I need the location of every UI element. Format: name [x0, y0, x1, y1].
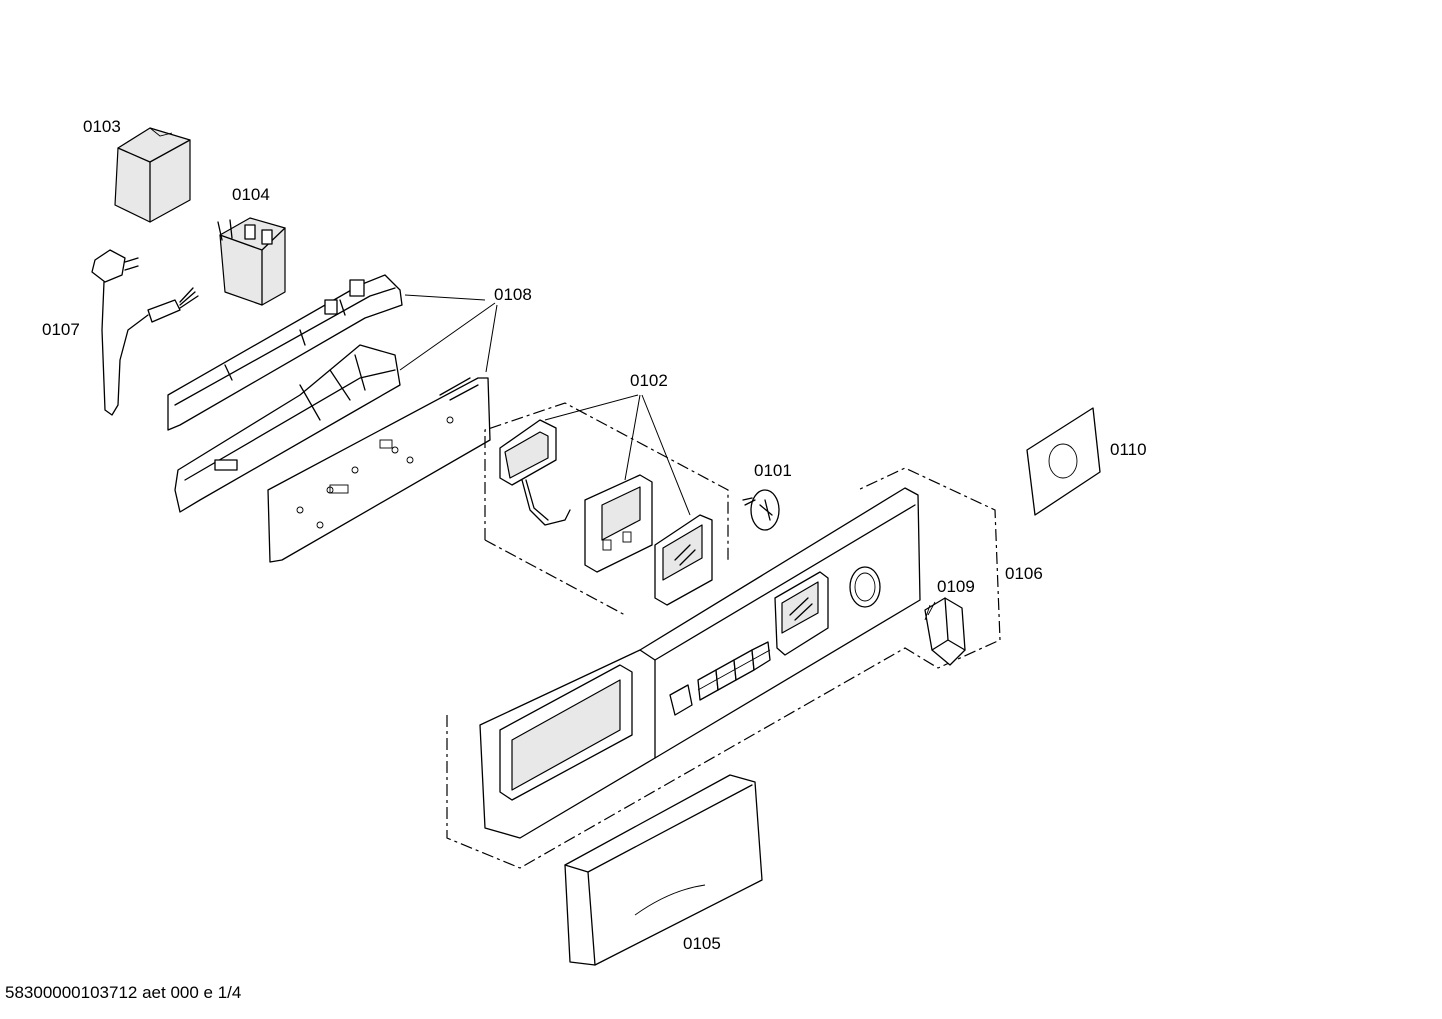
label-0107: 0107	[42, 320, 80, 339]
label-0101: 0101	[754, 461, 792, 480]
part-0108-module-carrier	[167, 274, 491, 563]
drawing-reference: 58300000103712 aet 000 e 1/4	[5, 983, 241, 1002]
part-0105-drawer-handle	[564, 774, 763, 966]
label-0106: 0106	[1005, 564, 1043, 583]
label-0104: 0104	[232, 185, 270, 204]
label-0105: 0105	[683, 934, 721, 953]
label-0102: 0102	[630, 371, 668, 390]
part-0103-cover	[114, 127, 191, 223]
part-0107-power-cord	[91, 249, 199, 416]
part-0110-label	[1026, 407, 1101, 516]
label-0109: 0109	[937, 577, 975, 596]
part-0109-knob	[924, 597, 966, 666]
label-0103: 0103	[83, 117, 121, 136]
part-0101-holder	[742, 489, 780, 531]
part-0106-control-panel	[446, 467, 1001, 869]
label-0108: 0108	[494, 285, 532, 304]
leader-lines	[399, 294, 691, 516]
part-0104-filter	[217, 217, 286, 306]
label-0110: 0110	[1110, 440, 1147, 459]
part-0102-display-group	[484, 402, 729, 616]
